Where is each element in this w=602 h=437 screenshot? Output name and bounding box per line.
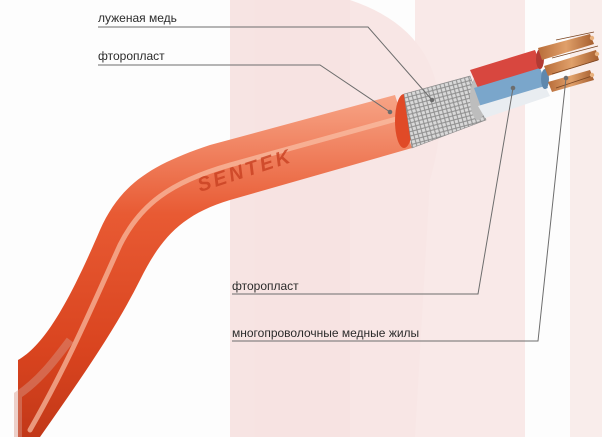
callout-tinned-copper: луженая медь — [98, 11, 177, 25]
callout-fluoroplastic-jacket: фторопласт — [98, 49, 165, 63]
callout-stranded-copper-cores: многопроволочные медные жилы — [232, 326, 419, 340]
callout-fluoroplastic-insulation: фторопласт — [232, 279, 299, 293]
